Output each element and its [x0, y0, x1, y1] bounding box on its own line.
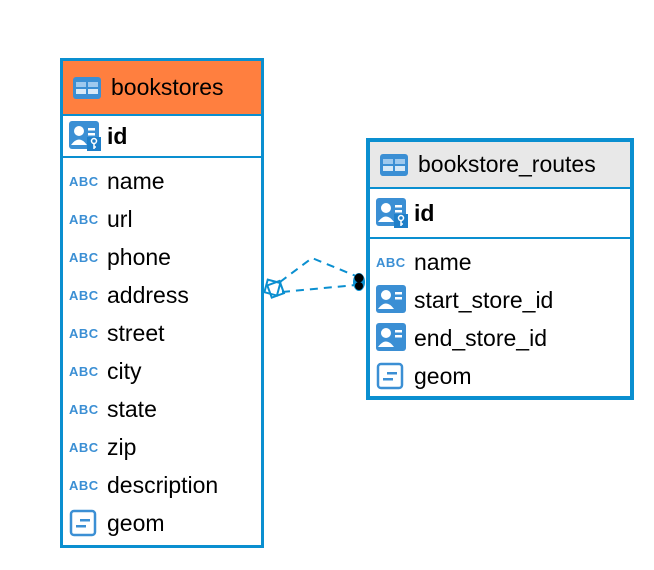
- table-header[interactable]: bookstore_routes: [370, 142, 630, 189]
- column-row[interactable]: start_store_id: [370, 281, 630, 319]
- column-name: geom: [107, 509, 165, 536]
- column-row[interactable]: end_store_id: [370, 319, 630, 357]
- text-type-icon: ABC: [69, 287, 99, 303]
- text-type-icon: ABC: [69, 325, 99, 341]
- column-name: state: [107, 395, 157, 422]
- text-type-icon: ABC: [69, 211, 99, 227]
- column-name: url: [107, 205, 133, 232]
- column-name: name: [107, 167, 165, 194]
- column-row[interactable]: ABC description: [63, 466, 261, 504]
- column-name: name: [414, 248, 472, 275]
- column-name: city: [107, 357, 142, 384]
- column-name: street: [107, 319, 165, 346]
- column-row[interactable]: ABC city: [63, 352, 261, 390]
- column-name: id: [107, 122, 128, 149]
- table-name: bookstores: [111, 74, 224, 100]
- column-row[interactable]: ABC name: [63, 162, 261, 200]
- column-name: start_store_id: [414, 286, 554, 313]
- text-type-icon: ABC: [376, 254, 406, 270]
- column-name: phone: [107, 243, 171, 270]
- column-name: geom: [414, 362, 472, 389]
- column-row[interactable]: ABC url: [63, 200, 261, 238]
- table-header[interactable]: bookstores: [63, 61, 261, 116]
- column-row[interactable]: geom: [63, 504, 261, 542]
- primary-key-row[interactable]: id: [370, 189, 630, 239]
- text-type-icon: ABC: [69, 363, 99, 379]
- geometry-icon: [376, 362, 408, 390]
- table-icon: [73, 76, 105, 99]
- column-row[interactable]: ABC name: [370, 243, 630, 281]
- foreign-key-icon: [376, 323, 408, 353]
- column-row[interactable]: ABC address: [63, 276, 261, 314]
- text-type-icon: ABC: [69, 477, 99, 493]
- circle-endpoint-icon: [353, 273, 365, 291]
- column-row[interactable]: ABC street: [63, 314, 261, 352]
- table-icon: [380, 153, 412, 176]
- column-name: description: [107, 471, 219, 498]
- column-name: zip: [107, 433, 137, 460]
- text-type-icon: ABC: [69, 439, 99, 455]
- column-row[interactable]: ABC state: [63, 390, 261, 428]
- column-name: address: [107, 281, 189, 308]
- primary-key-icon: [376, 198, 408, 228]
- primary-key-icon: [69, 121, 101, 151]
- primary-key-row[interactable]: id: [63, 116, 261, 158]
- column-name: end_store_id: [414, 324, 547, 351]
- geometry-icon: [69, 509, 101, 537]
- column-name: id: [414, 199, 435, 226]
- table-name: bookstore_routes: [418, 151, 596, 177]
- column-row[interactable]: ABC zip: [63, 428, 261, 466]
- text-type-icon: ABC: [69, 249, 99, 265]
- text-type-icon: ABC: [69, 401, 99, 417]
- text-type-icon: ABC: [69, 173, 99, 189]
- diamond-icon: [263, 278, 286, 299]
- column-row[interactable]: ABC phone: [63, 238, 261, 276]
- foreign-key-icon: [376, 285, 408, 315]
- column-row[interactable]: geom: [370, 357, 630, 395]
